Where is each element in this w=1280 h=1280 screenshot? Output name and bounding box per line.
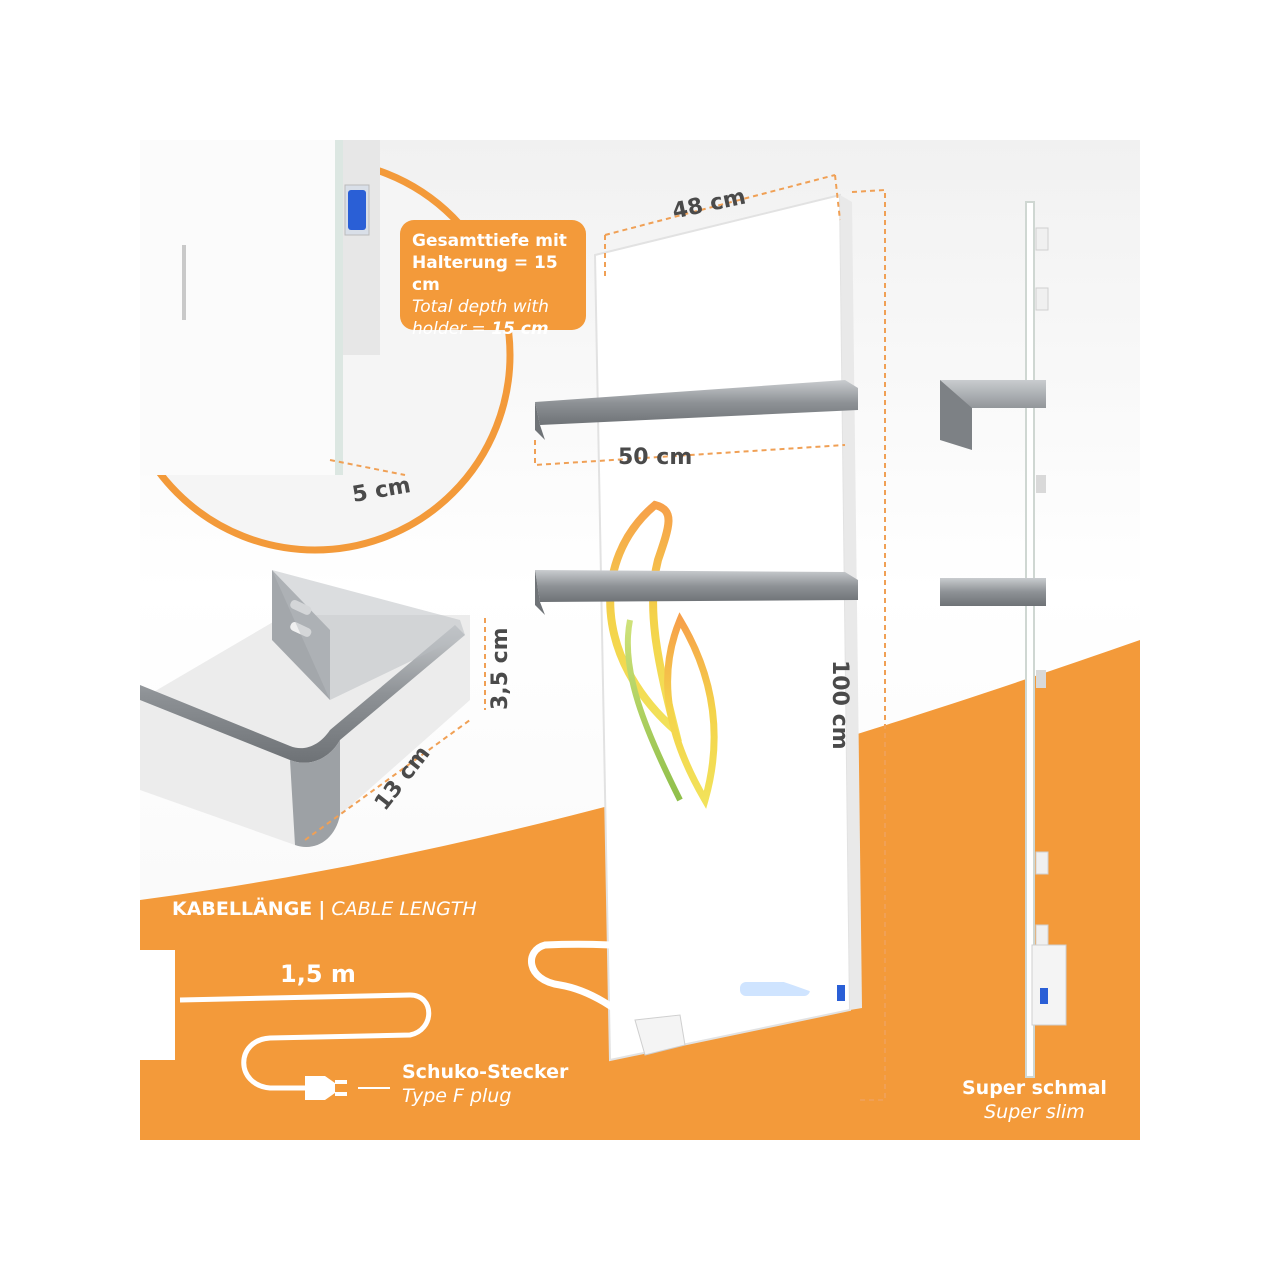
bar-detail: [140, 570, 470, 847]
depth-badge-de-line2: Halterung = 15 cm: [412, 253, 558, 295]
towel-bar-bottom: [535, 570, 858, 615]
heater-plug: [634, 1014, 686, 1056]
plug-label-de: Schuko-Stecker: [402, 1061, 569, 1083]
bar-height-label: 3,5 cm: [488, 627, 513, 710]
cable-length-heading: KABELLÄNGE | CABLE LENGTH: [172, 898, 477, 920]
depth-dimension-line: [329, 459, 406, 476]
depth-badge-en-value: 15 cm: [491, 319, 549, 339]
plug-label-en: Type F plug: [402, 1085, 512, 1107]
plug-label: Schuko-Stecker Type F plug: [402, 1060, 568, 1108]
cable-heading-separator: |: [318, 898, 326, 920]
detail-circle: [140, 140, 514, 554]
side-switch-icon: [1040, 988, 1048, 1004]
width-dimension-line: [604, 174, 836, 236]
cable-length-value: 1,5 m: [280, 960, 356, 988]
depth-badge-en-line2: holder = 15 cm: [412, 318, 574, 340]
depth-badge-en-line1: Total depth with: [412, 297, 549, 317]
infographic-artwork: [140, 140, 1140, 1140]
slim-label: Super schmal Super slim: [962, 1076, 1107, 1124]
heater-panel: [593, 193, 862, 1062]
heater-cable: [528, 940, 832, 1033]
product-infographic: 48 cm 50 cm 100 cm 5 cm 3,5 cm 13 cm Ges…: [140, 140, 1140, 1140]
height-dimension-label: 100 cm: [827, 660, 852, 750]
depth-badge-en-prefix: holder =: [412, 319, 492, 339]
slim-label-en: Super slim: [984, 1101, 1085, 1123]
depth-badge-de-line1: Gesamttiefe mit: [412, 231, 567, 251]
touch-control-icon: [740, 982, 810, 996]
cable-heading-en: CABLE LENGTH: [331, 898, 477, 920]
white-tab: [140, 950, 175, 1060]
towel-bar-top: [535, 380, 858, 440]
bar-length-dimension-label: 50 cm: [618, 445, 693, 470]
side-profile: [940, 201, 1067, 1078]
cable-heading-de: KABELLÄNGE: [172, 898, 313, 920]
slim-label-de: Super schmal: [962, 1077, 1107, 1099]
depth-badge: Gesamttiefe mit Halterung = 15 cm Total …: [400, 220, 586, 339]
power-switch-icon: [348, 190, 366, 230]
bar-depth-dimension-line: [304, 719, 471, 841]
height-dimension-line: [851, 188, 886, 1101]
